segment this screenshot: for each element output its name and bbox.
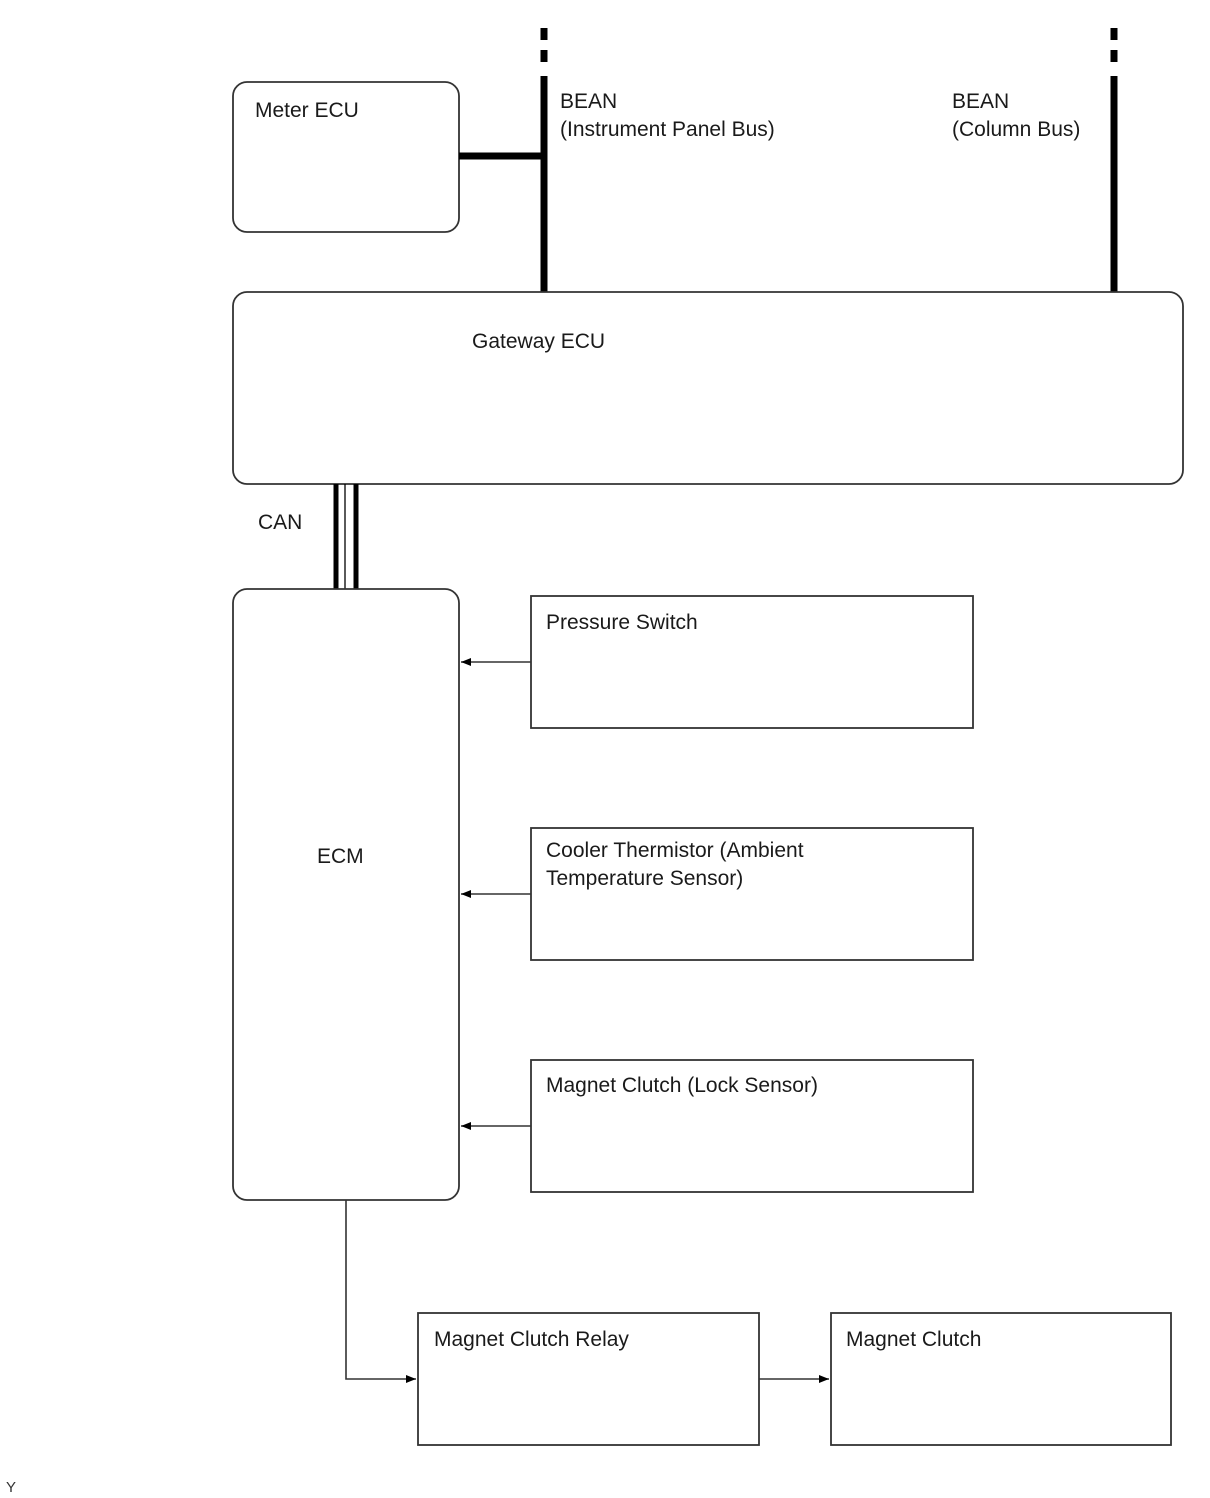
lock-sensor-label: Magnet Clutch (Lock Sensor): [546, 1074, 818, 1097]
ecm-to-relay-arrow: [345, 1200, 416, 1383]
ecm-box: [232, 588, 460, 1201]
can-label: CAN: [258, 511, 302, 534]
pressure-switch-label: Pressure Switch: [546, 611, 698, 634]
cooler-thermistor-box: [530, 827, 974, 961]
gateway-ecu-label: Gateway ECU: [472, 330, 605, 353]
magnet-clutch-relay-box: [417, 1312, 760, 1446]
bean-column-label-line1: BEAN: [952, 90, 1009, 113]
magnet-clutch-relay-label: Magnet Clutch Relay: [434, 1328, 629, 1351]
bean-ip-label-line1: BEAN: [560, 90, 617, 113]
can-bus: [333, 484, 359, 589]
gateway-ecu-box: [232, 291, 1184, 485]
lock-sensor-box: [530, 1059, 974, 1193]
pressure-switch-box: [530, 595, 974, 729]
bean-ip-label-line2: (Instrument Panel Bus): [560, 118, 775, 141]
ecm-label: ECM: [317, 845, 364, 868]
bean-column-label-line2: (Column Bus): [952, 118, 1080, 141]
magnet-clutch-box: [830, 1312, 1172, 1446]
magnet-clutch-label: Magnet Clutch: [846, 1328, 981, 1351]
footer-code: Y: [6, 1479, 16, 1496]
cooler-thermistor-label-line2: Temperature Sensor): [546, 867, 743, 890]
cooler-thermistor-label-line1: Cooler Thermistor (Ambient: [546, 839, 804, 862]
meter-ecu-label: Meter ECU: [255, 99, 359, 122]
